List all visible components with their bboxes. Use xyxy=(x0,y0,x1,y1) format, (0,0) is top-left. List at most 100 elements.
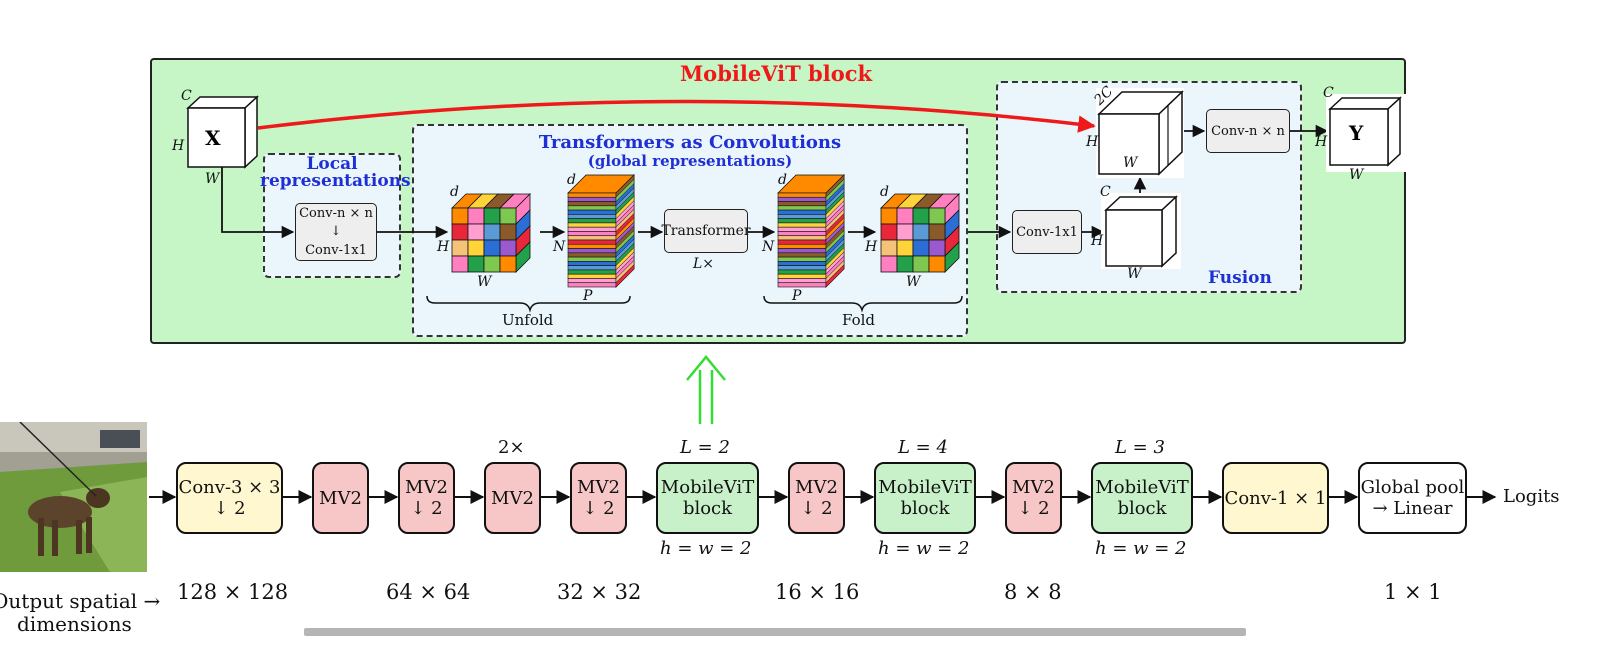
fold-brace xyxy=(763,295,963,313)
input-image xyxy=(0,422,147,572)
fusion-convnxn-box: Conv-n × n xyxy=(1206,109,1290,153)
fold-label: Fold xyxy=(842,311,876,329)
dim-64: 64 × 64 xyxy=(386,580,471,604)
stage-mobilevit-3: MobileViT block xyxy=(1091,462,1193,534)
stage-mv2-1: MV2 xyxy=(312,462,369,534)
output-y-label: Y xyxy=(1349,121,1364,145)
stage-mv2-3: MV2 xyxy=(484,462,541,534)
unfold-label: Unfold xyxy=(502,311,554,329)
stage-global-pool-line2: → Linear xyxy=(1372,498,1453,519)
fusion-conv1x1-box: Conv-1x1 xyxy=(1012,210,1082,254)
unfold-brace xyxy=(426,295,631,313)
stage-global-pool-line1: Global pool xyxy=(1360,477,1465,498)
grid-right-dim-w: W xyxy=(906,274,921,290)
y-dim-h: H xyxy=(1315,134,1328,150)
stage-conv3x3: Conv-3 × 3 ↓ 2 xyxy=(176,462,283,534)
local-conv-1x1-label: Conv-1x1 xyxy=(305,243,367,258)
x-dim-c: C xyxy=(181,88,192,104)
dim-32: 32 × 32 xyxy=(557,580,642,604)
dim-128: 128 × 128 xyxy=(177,580,289,604)
stack-left-dim-p: P xyxy=(583,288,593,304)
stage-mobilevit-2-line1: MobileViT xyxy=(878,477,972,498)
stage-mv2-6-line1: MV2 xyxy=(1012,477,1055,498)
stage-mobilevit-3-depth: L = 3 xyxy=(1115,437,1165,458)
transformer-box: Transformer xyxy=(661,209,751,253)
dim-1: 1 × 1 xyxy=(1384,580,1442,604)
stage-mv2-5-line1: MV2 xyxy=(795,477,838,498)
stack-right-dim-d: d xyxy=(778,172,787,188)
concat-cube-dim-w: W xyxy=(1123,155,1138,171)
dim-8: 8 × 8 xyxy=(1004,580,1062,604)
stage-mv2-6: MV2 ↓ 2 xyxy=(1005,462,1062,534)
patch-grid-tensor-left xyxy=(451,193,531,273)
transformers-subtitle: (global representations) xyxy=(587,152,793,170)
dog-photo-icon xyxy=(0,422,147,572)
expand-up-arrow-icon xyxy=(686,355,726,424)
stage-mv2-1-line1: MV2 xyxy=(319,487,362,509)
fusion-cube-dim-h: H xyxy=(1091,233,1104,249)
stage-conv1x1: Conv-1 × 1 xyxy=(1222,462,1329,534)
fusion-title: Fusion xyxy=(1208,268,1272,288)
grid-left-dim-d: d xyxy=(450,184,459,200)
concat-cube-dim-h: H xyxy=(1086,134,1099,150)
mobilevit-block-title: MobileViT block xyxy=(679,61,873,86)
stage-mobilevit-2-patch: h = w = 2 xyxy=(878,538,970,559)
stack-left-dim-d: d xyxy=(567,172,576,188)
grid-left-dim-w: W xyxy=(477,274,492,290)
patch-stack-tensor-left xyxy=(567,174,635,288)
fusion-cube-dim-c: C xyxy=(1100,184,1111,200)
stage-conv1x1-line1: Conv-1 × 1 xyxy=(1224,487,1327,509)
stack-right-dim-p: P xyxy=(792,288,802,304)
stage-mv2-2: MV2 ↓ 2 xyxy=(398,462,455,534)
fusion-convnxn-label: Conv-n × n xyxy=(1211,123,1285,139)
dim-16: 16 × 16 xyxy=(775,580,860,604)
spatial-label-line2: dimensions xyxy=(17,612,132,636)
x-dim-h: H xyxy=(172,138,185,154)
transformers-title: Transformers as Convolutions xyxy=(538,132,842,153)
local-title-line2: representations xyxy=(260,171,411,191)
fusion-cube-dim-w: W xyxy=(1127,266,1142,282)
input-x-label: X xyxy=(205,126,221,150)
spatial-label-line1: Output spatial → xyxy=(0,589,161,613)
stage-mobilevit-3-line2: block xyxy=(1117,498,1167,519)
stage-mobilevit-2-depth: L = 4 xyxy=(898,437,948,458)
x-dim-w: W xyxy=(205,171,220,187)
stage-mv2-2-line1: MV2 xyxy=(405,477,448,498)
horizontal-scrollbar[interactable] xyxy=(304,628,1246,636)
skip-connection-arrow xyxy=(257,99,1096,133)
fusion-local-cube xyxy=(1101,193,1181,269)
output-cube-y xyxy=(1326,94,1406,172)
local-title-line1: Local xyxy=(306,154,358,174)
stage-mobilevit-1-line2: block xyxy=(682,498,733,519)
down-arrow-icon: ↓ xyxy=(330,224,342,239)
stage-mv2-5: MV2 ↓ 2 xyxy=(788,462,845,534)
stage-mv2-3-line1: MV2 xyxy=(491,487,534,509)
stage-mobilevit-3-line1: MobileViT xyxy=(1095,477,1189,498)
stack-left-dim-n: N xyxy=(553,239,566,255)
stage-mobilevit-2-line2: block xyxy=(900,498,950,519)
stage-mobilevit-1-depth: L = 2 xyxy=(680,437,730,458)
transformer-repeat-label: L× xyxy=(693,256,715,272)
stage-mv2-4-line2: ↓ 2 xyxy=(582,498,615,519)
local-conv-box: Conv-n × n ↓ Conv-1x1 xyxy=(295,203,377,261)
grid-right-dim-d: d xyxy=(880,184,889,200)
stage-mobilevit-3-patch: h = w = 2 xyxy=(1095,538,1187,559)
grid-right-dim-h: H xyxy=(865,239,878,255)
stage-mv2-6-line2: ↓ 2 xyxy=(1017,498,1050,519)
stage-conv3x3-line1: Conv-3 × 3 xyxy=(178,477,281,498)
input-cube-x xyxy=(186,95,259,169)
patch-stack-tensor-right xyxy=(777,174,845,288)
fusion-conv1x1-label: Conv-1x1 xyxy=(1016,224,1078,240)
y-dim-c: C xyxy=(1323,85,1334,101)
stage-mobilevit-1: MobileViT block xyxy=(656,462,759,534)
stage-mv2-3-repeat: 2× xyxy=(498,437,525,458)
stage-mv2-5-line2: ↓ 2 xyxy=(800,498,833,519)
stage-mv2-4-line1: MV2 xyxy=(577,477,620,498)
x-to-local-arrow xyxy=(221,167,295,239)
stage-global-pool: Global pool → Linear xyxy=(1358,462,1467,534)
local-conv-nxn-label: Conv-n × n xyxy=(299,206,373,221)
patch-grid-tensor-right xyxy=(880,193,960,273)
stack-right-dim-n: N xyxy=(762,239,775,255)
